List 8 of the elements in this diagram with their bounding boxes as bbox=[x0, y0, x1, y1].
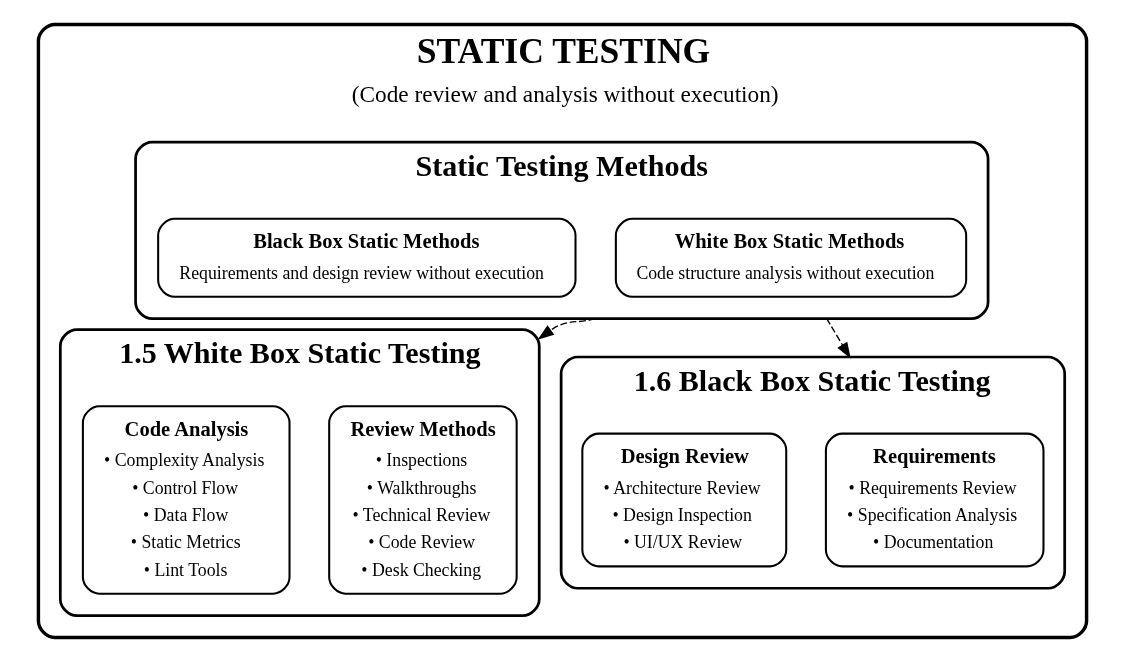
arrow bbox=[537, 318, 596, 340]
node-box: Requirements • Requirements Review • Specification Analysis • Documentation bbox=[824, 432, 1044, 568]
node-box: White Box Static Methods Code structure analysis without execution bbox=[614, 217, 967, 298]
node-box: Black Box Static Methods Requirements and design review without execution bbox=[156, 217, 577, 298]
node-box: Design Review • Architecture Review • Design Inspection • UI/UX Review bbox=[580, 432, 787, 568]
node-box: Code Analysis • Complexity Analysis • Control Flow • Data Flow • Static Metrics • Lint Tools bbox=[81, 405, 291, 595]
node-box: Review Methods • Inspections • Walkthroughs • Technical Review • Code Review • Desk Checking bbox=[327, 405, 518, 595]
arrow bbox=[825, 318, 851, 359]
